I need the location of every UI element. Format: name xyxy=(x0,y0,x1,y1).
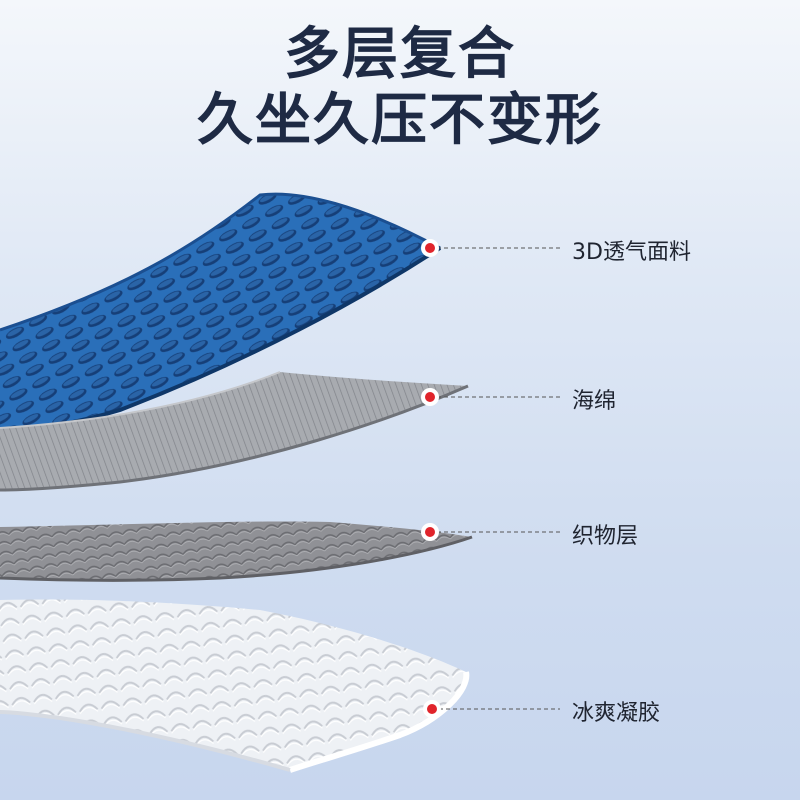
marker-dot-icon xyxy=(423,700,441,718)
layer-sponge xyxy=(0,371,469,492)
label-sponge: 海绵 xyxy=(572,389,617,414)
connector-lines xyxy=(430,247,560,710)
label-fabric-layer: 织物层 xyxy=(572,524,639,549)
label-cooling-gel: 冰爽凝胶 xyxy=(572,701,661,726)
marker-dots xyxy=(421,239,441,718)
marker-dot-icon xyxy=(421,388,439,406)
layer-fabric xyxy=(0,521,473,582)
headline-line-1: 多层复合 xyxy=(284,22,516,87)
label-3d-fabric: 3D透气面料 xyxy=(572,240,691,265)
marker-dot-icon xyxy=(421,523,439,541)
marker-dot-icon xyxy=(421,239,439,257)
layer-cooling-gel xyxy=(0,599,470,773)
headline-line-2: 久坐久压不变形 xyxy=(197,88,603,153)
headline: 多层复合 久坐久压不变形 xyxy=(0,22,800,154)
